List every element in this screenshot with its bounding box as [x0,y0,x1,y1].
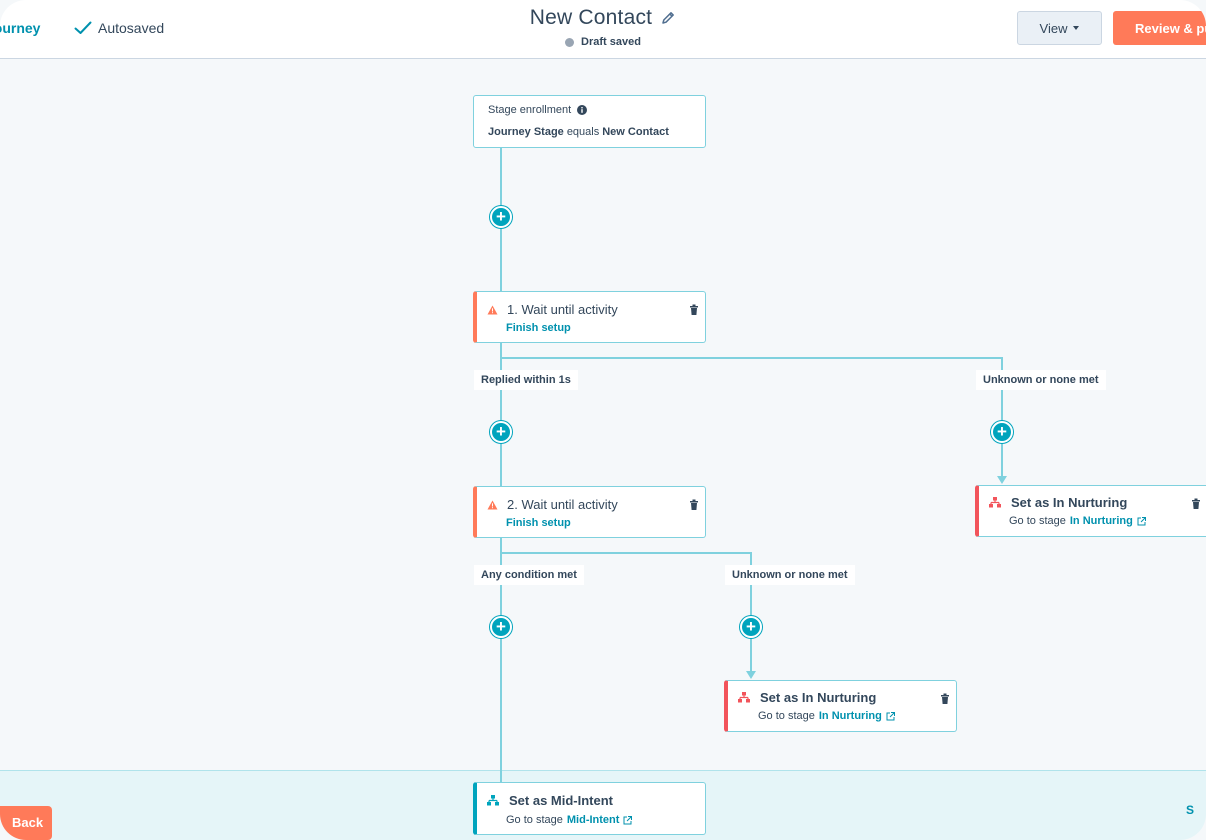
info-icon[interactable] [577,105,588,115]
trash-icon[interactable] [689,304,701,318]
title-block: New Contact Draft saved [0,6,1206,48]
connector-line [500,552,752,554]
stage-enrollment-card[interactable]: Stage enrollment Journey Stage equals Ne… [473,95,706,148]
status-dot [565,37,575,47]
trash-icon[interactable] [689,499,701,513]
autosave-indicator: Autosaved [74,20,164,36]
warning-icon [487,500,498,509]
branch-label: Any condition met [474,565,584,585]
chevron-down-icon [1073,26,1080,30]
add-action-button[interactable]: + [740,616,762,638]
stage-tree-icon [738,692,750,703]
finish-setup-link[interactable]: Finish setup [506,322,571,334]
journey-back-link[interactable]: Journey [0,20,41,36]
back-button[interactable]: Back [0,806,52,840]
action-title: Set as In Nurturing [1011,495,1128,510]
connector-line [750,552,752,672]
connector-line [1001,357,1003,477]
review-publish-button[interactable]: Review & publish [1113,11,1206,45]
set-stage-card-in-nurturing[interactable]: Set as In Nurturing Go to stage In Nurtu… [975,485,1206,537]
back-button-label: Back [12,815,44,830]
external-link-icon[interactable] [886,711,895,721]
add-action-button[interactable]: + [991,421,1013,443]
set-stage-card-in-nurturing[interactable]: Set as In Nurturing Go to stage In Nurtu… [724,680,957,732]
workflow-canvas[interactable]: Stage enrollment Journey Stage equals Ne… [0,59,1206,840]
draft-status: Draft saved [0,36,1206,48]
view-button-label: View [1039,20,1068,36]
add-action-button[interactable]: + [490,206,512,228]
enrollment-operator: equals [566,126,600,138]
connector-line [500,538,502,782]
trash-icon[interactable] [1191,498,1203,512]
wait-step-card-2[interactable]: 2. Wait until activity Finish setup [473,486,706,538]
review-button-label: Review & publish [1135,20,1206,36]
enrollment-label: Stage enrollment [488,104,572,116]
check-icon [74,21,92,34]
external-link-icon[interactable] [623,815,633,825]
action-prefix: Go to stage [758,710,815,722]
stage-link[interactable]: Mid-Intent [566,814,620,826]
add-action-button[interactable]: + [490,421,512,443]
action-title: Set as In Nurturing [760,690,877,705]
warning-icon [487,305,498,314]
stage-tree-icon [487,795,499,806]
stage-link[interactable]: In Nurturing [818,710,882,722]
plus-icon: + [496,422,506,441]
enrollment-value: New Contact [602,126,669,138]
arrow-head [746,671,756,679]
connector-line [500,343,502,486]
branch-label: Unknown or none met [976,370,1106,390]
page-title[interactable]: New Contact [529,6,653,29]
trash-icon[interactable] [940,693,952,707]
pencil-icon[interactable] [660,10,676,26]
step-title: 1. Wait until activity [507,302,618,317]
stage-link[interactable]: In Nurturing [1069,515,1133,527]
action-prefix: Go to stage [506,814,563,826]
status-text: Draft saved [581,36,641,48]
set-stage-card-mid-intent[interactable]: Set as Mid-Intent Go to stage Mid-Intent [473,782,706,835]
add-action-button[interactable]: + [490,616,512,638]
action-title: Set as Mid-Intent [509,793,614,808]
enrollment-property: Journey Stage [488,126,564,138]
external-link-icon[interactable] [1137,516,1146,526]
plus-icon: + [496,617,506,636]
editor-header: Journey Autosaved New Contact Draft save… [0,0,1206,59]
branch-label: Unknown or none met [725,565,855,585]
connector-line [500,357,1002,359]
view-dropdown-button[interactable]: View [1017,11,1102,45]
action-prefix: Go to stage [1009,515,1066,527]
branch-label: Replied within 1s [474,370,578,390]
plus-icon: + [496,207,506,226]
finish-setup-link[interactable]: Finish setup [506,517,571,529]
plus-icon: + [746,617,756,636]
autosave-label: Autosaved [98,20,165,36]
wait-step-card-1[interactable]: 1. Wait until activity Finish setup [473,291,706,343]
step-title: 2. Wait until activity [507,497,618,512]
plus-icon: + [997,422,1007,441]
arrow-head [997,476,1007,484]
stage-tree-icon [989,497,1001,508]
footer-edge-link[interactable]: S [1186,803,1195,817]
